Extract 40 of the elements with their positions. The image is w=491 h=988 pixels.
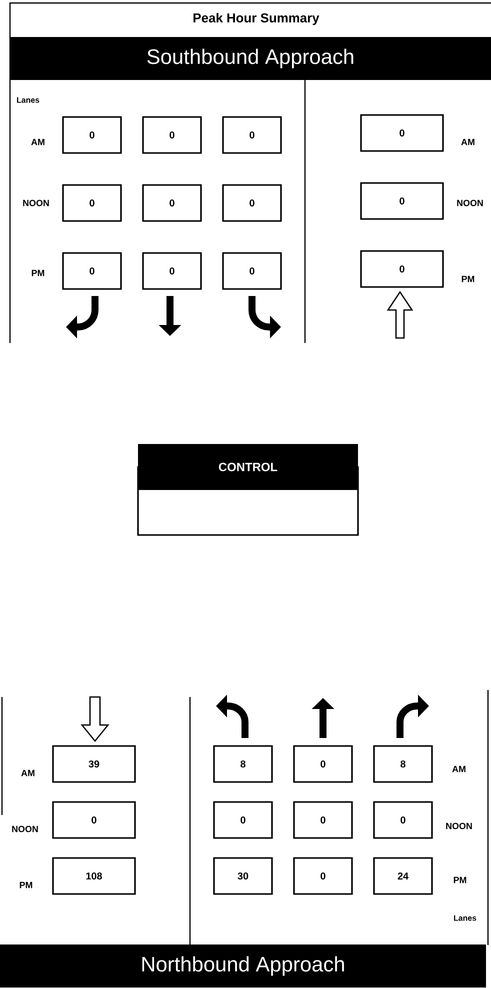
row-label: NOON	[12, 826, 38, 832]
row-label: AM	[21, 770, 34, 776]
value-box: 0	[360, 114, 444, 152]
value-box: 0	[222, 116, 282, 154]
value-box: 8	[213, 745, 273, 783]
row-label: NOON	[23, 200, 49, 206]
title: Peak Hour Summary	[194, 12, 320, 26]
value-box: 0	[62, 116, 122, 154]
control-box: CONTROL	[137, 444, 359, 536]
value-box: 0	[373, 801, 433, 839]
row-label: NOON	[457, 200, 483, 206]
value-box: 39	[52, 745, 136, 783]
row-label: PM	[32, 270, 44, 276]
header-band: Northbound Approach	[0, 944, 486, 988]
row-label: AM	[452, 766, 466, 772]
value-box: 0	[142, 184, 202, 222]
value-box: 0	[293, 801, 353, 839]
value-box: 24	[373, 857, 433, 895]
value-box: 0	[52, 801, 136, 839]
row-label: NOON	[446, 822, 472, 830]
value-box: 0	[142, 116, 202, 154]
value-box: 0	[62, 184, 122, 222]
value-box: 30	[213, 857, 273, 895]
value-box: 0	[293, 745, 353, 783]
row-label: PM	[462, 276, 474, 282]
value-box: 108	[52, 857, 136, 895]
row-label: PM	[454, 876, 466, 884]
value-box: 0	[222, 184, 282, 222]
value-box: 0	[293, 857, 353, 895]
value-box: 0	[360, 250, 444, 288]
value-box: 0	[142, 252, 202, 290]
row-label: AM	[31, 138, 44, 146]
value-box: 8	[373, 745, 433, 783]
row-label: AM	[461, 138, 474, 146]
value-box: 0	[222, 252, 282, 290]
value-box: 0	[62, 252, 122, 290]
value-box: 0	[360, 182, 444, 220]
value-box: 0	[213, 801, 273, 839]
header-band: Southbound Approach	[10, 37, 491, 80]
row-label: PM	[20, 882, 32, 888]
